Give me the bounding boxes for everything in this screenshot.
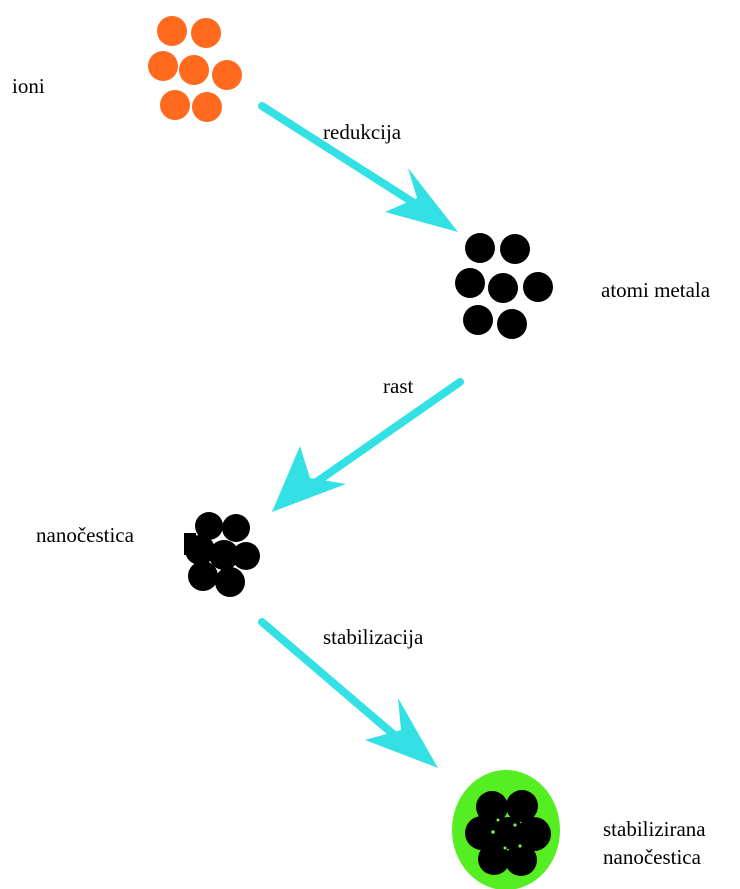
nanoparticle-atom	[215, 567, 245, 597]
stabilized-nanoparticle-label: stabilizirana nanočestica	[603, 815, 706, 871]
nanoparticle-atom	[188, 561, 218, 591]
ion-cluster	[148, 16, 242, 122]
nanoparticle-label: nanočestica	[36, 521, 134, 549]
metal-atom	[465, 233, 495, 263]
ions-label: ioni	[12, 72, 45, 100]
stabilizer-speck	[513, 823, 516, 826]
stabilizer-speck	[491, 830, 495, 834]
metal-atom	[455, 268, 485, 298]
metal-atom	[500, 234, 530, 264]
metal-atom	[497, 309, 527, 339]
metal-atom-cluster	[455, 233, 553, 339]
stabilized-label-line-2: nanočestica	[603, 843, 706, 871]
ion-particle	[160, 90, 190, 120]
metal-atoms-label: atomi metala	[601, 276, 710, 304]
ion-particle	[192, 92, 222, 122]
stabilizer-speck	[518, 844, 521, 847]
nanoparticle-atom	[232, 542, 260, 570]
nanoparticle-cluster	[184, 512, 260, 597]
core-atom	[505, 844, 537, 876]
ion-particle	[179, 55, 209, 85]
stabilized-nanoparticle	[452, 770, 560, 889]
ion-particle	[212, 60, 242, 90]
ion-particle	[157, 16, 187, 46]
nanoparticle-atom	[222, 514, 250, 542]
stabilizer-speck	[504, 847, 507, 850]
metal-atom	[523, 272, 553, 302]
growth-step-label: rast	[383, 372, 413, 400]
ion-particle	[191, 18, 221, 48]
reduction-step-label: redukcija	[323, 118, 401, 146]
stabilizer-speck	[497, 819, 500, 822]
metal-atom	[463, 305, 493, 335]
metal-atom	[488, 273, 518, 303]
stabilized-label-line-1: stabilizirana	[603, 815, 706, 843]
stabilization-step-label: stabilizacija	[323, 623, 423, 651]
arrow-growth	[272, 382, 460, 512]
ion-particle	[148, 51, 178, 81]
